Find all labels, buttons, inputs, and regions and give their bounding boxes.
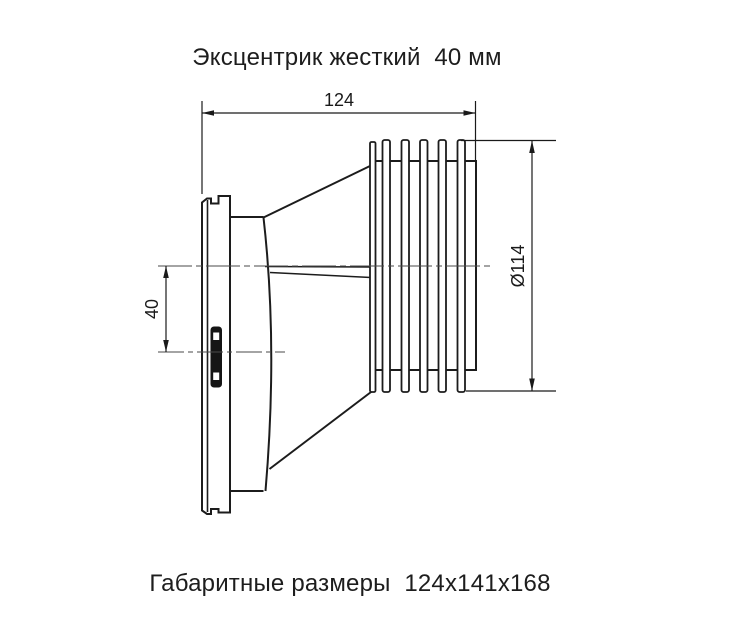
inner-tube-bottom-line — [269, 271, 372, 279]
dim-length-arrow-right — [463, 110, 476, 116]
cone-bottom-line — [268, 389, 374, 470]
dim-diameter-arrow-top — [529, 140, 535, 153]
cone — [262, 165, 374, 492]
dim-length: 124 — [201, 90, 477, 194]
dim-offset: 40 — [142, 266, 169, 352]
dim-diameter: Ø114 — [461, 139, 556, 392]
body-cylinder — [230, 216, 264, 492]
cone-top-line — [263, 165, 371, 219]
inner-tube-top-line — [264, 265, 372, 268]
dim-length-arrow-left — [202, 110, 214, 116]
flange-slot-hole-top — [213, 332, 220, 340]
footer-caption: Габаритные размеры 124х141х168 — [149, 570, 551, 597]
dim-offset-label: 40 — [142, 299, 162, 319]
dim-length-label: 124 — [324, 90, 354, 110]
cone-base-curve — [262, 217, 273, 492]
flange-slot — [210, 326, 222, 388]
dim-offset-arrow-bottom — [163, 340, 169, 352]
dim-diameter-label: Ø114 — [508, 245, 528, 288]
corrugation-rib — [369, 141, 377, 393]
flange-slot-body — [210, 326, 222, 388]
flange-slot-hole-bottom — [213, 372, 220, 380]
dim-diameter-arrow-bottom — [529, 378, 535, 391]
dim-offset-arrow-top — [163, 266, 169, 278]
flange — [201, 195, 231, 515]
page-title: Эксцентрик жесткий 40 мм — [192, 44, 502, 71]
